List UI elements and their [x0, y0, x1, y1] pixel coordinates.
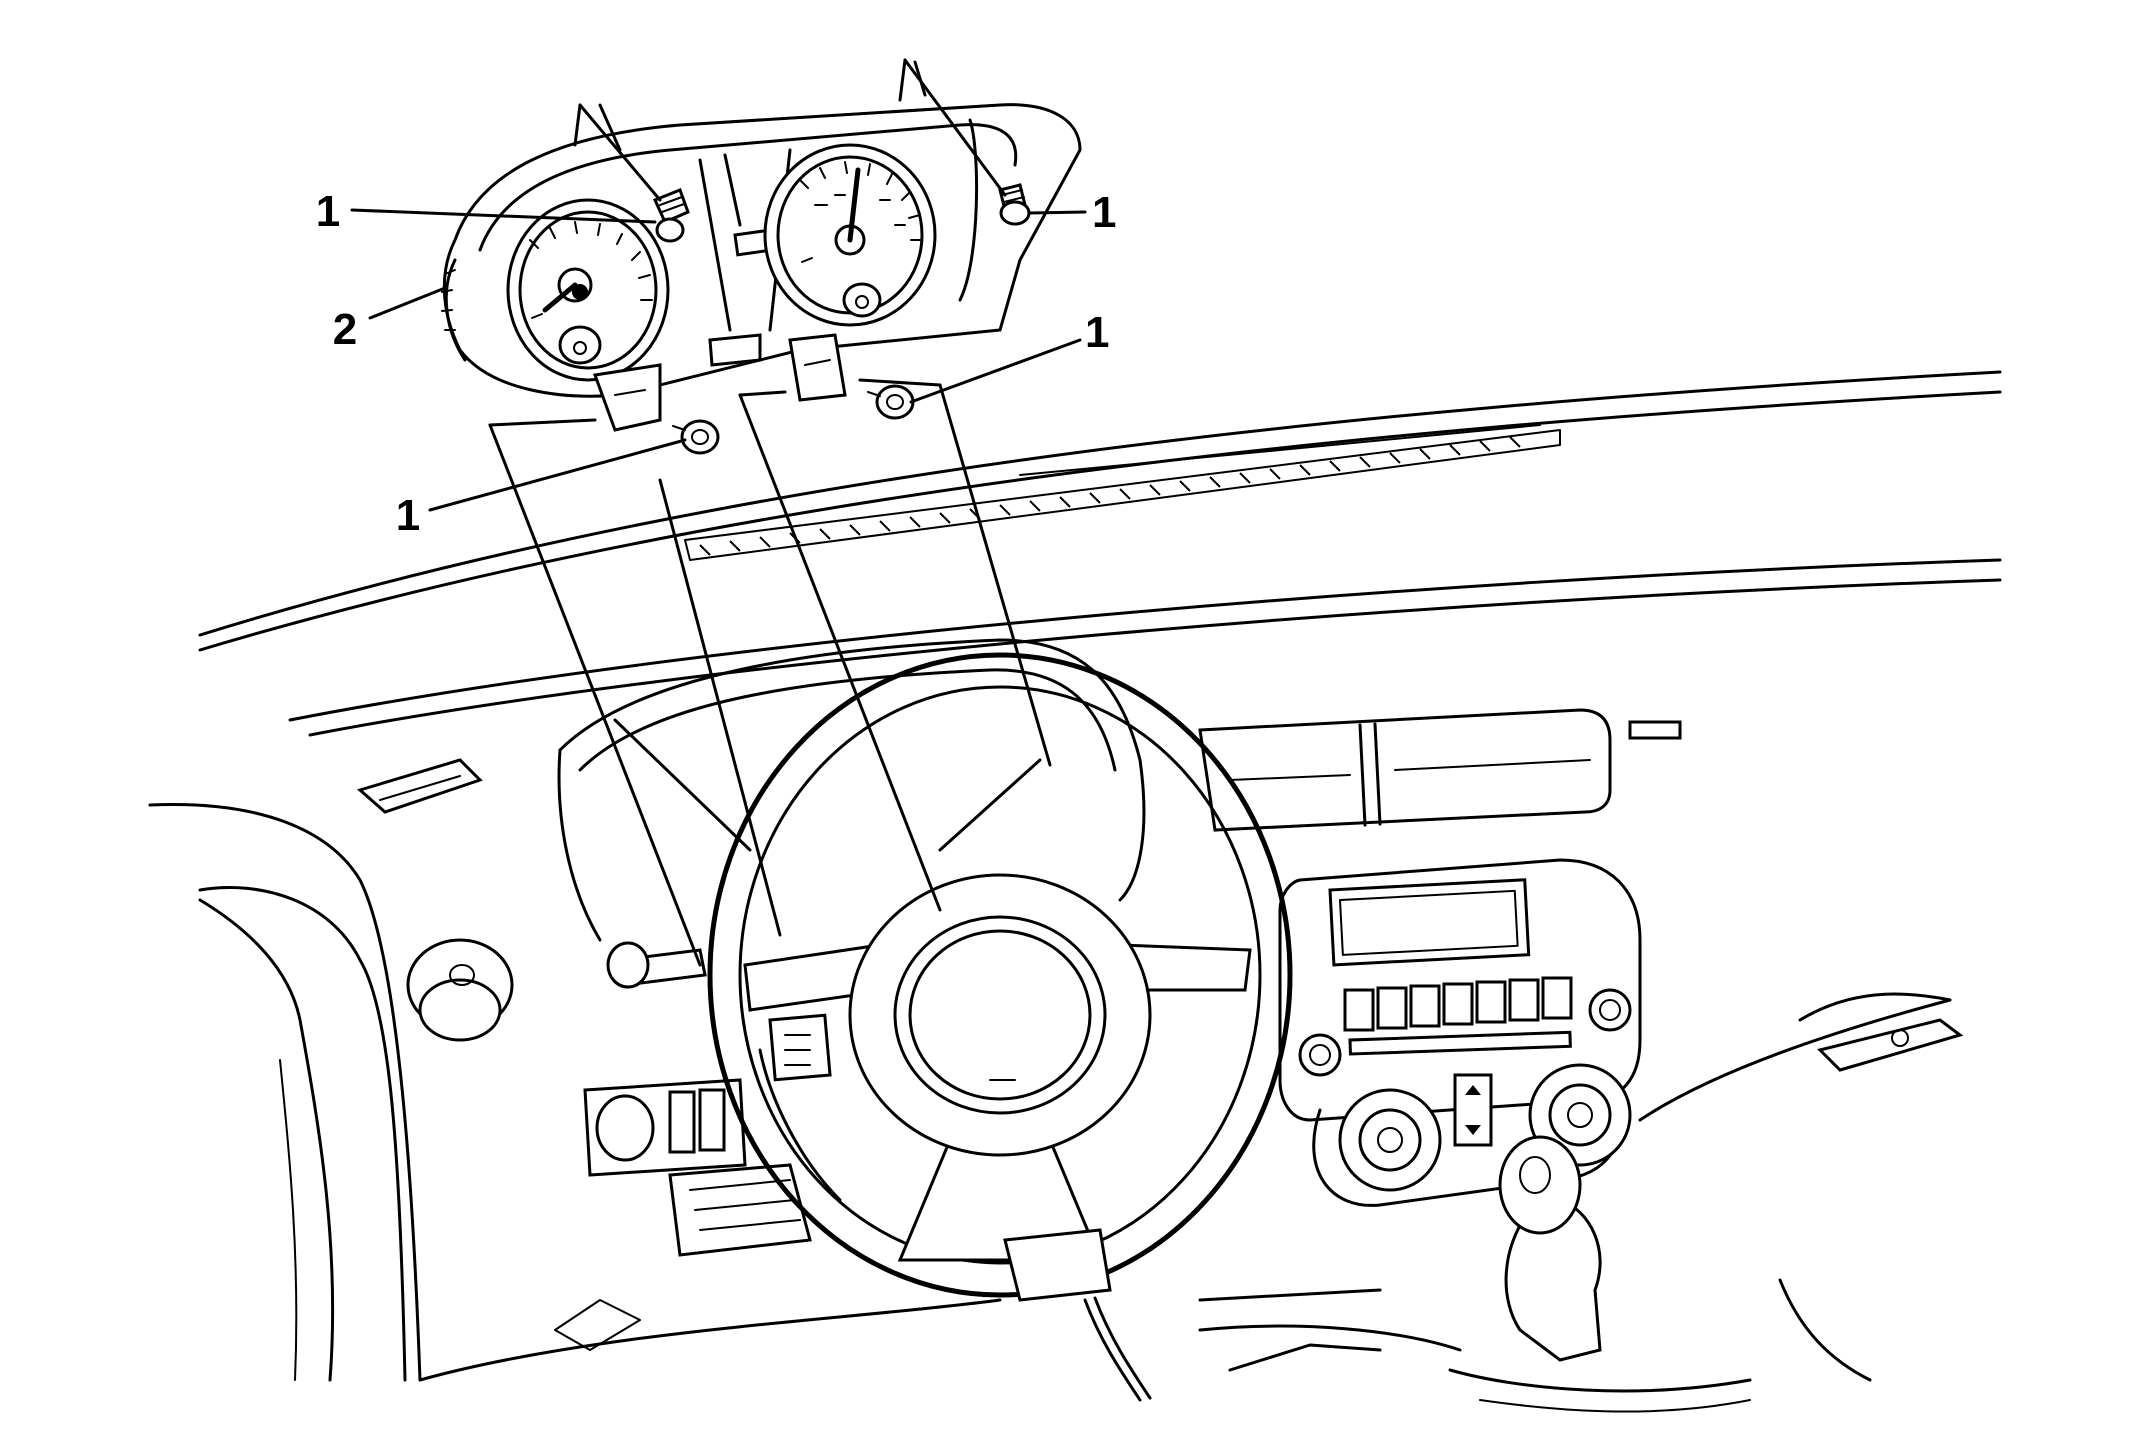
turn-signal-stalk: [606, 941, 707, 989]
radio-head-unit: [1278, 858, 1642, 1122]
preset-buttons: [1343, 976, 1573, 1032]
left-air-vent: [356, 758, 483, 814]
speedometer-gauge: [763, 143, 937, 327]
gear-shifter: [1448, 1135, 1872, 1413]
callout-instrument-cluster: 2: [333, 305, 357, 354]
steering-wheel: [707, 652, 1293, 1402]
defroster-vent-slats: [699, 436, 1521, 556]
callout-fastener-lower-right: 1: [1085, 308, 1109, 357]
hvac-controls: [1312, 1063, 1632, 1207]
callout-fastener-top-left: 1: [316, 187, 340, 236]
callout-fastener-lower-left: 1: [396, 491, 420, 540]
instrument-cluster: [441, 103, 1082, 432]
fastener-top-left: [652, 188, 690, 243]
tachometer-gauge: [506, 198, 670, 382]
fastener-lower-right: [867, 384, 915, 420]
steering-column-cover: [668, 1048, 842, 1257]
headlamp-switch: [406, 938, 514, 1042]
callout-fastener-top-right: 1: [1092, 188, 1116, 237]
center-air-vents: [1198, 708, 1682, 832]
left-lower-switch-panel: [583, 1078, 747, 1177]
fastener-lower-left: [672, 419, 720, 455]
instrument-panel: [148, 370, 2002, 1413]
callout-leaders: [350, 208, 1087, 512]
alignment-lines: [488, 58, 1052, 967]
fastener-top-right: [998, 183, 1031, 226]
lower-mounting-tabs: [592, 333, 847, 432]
